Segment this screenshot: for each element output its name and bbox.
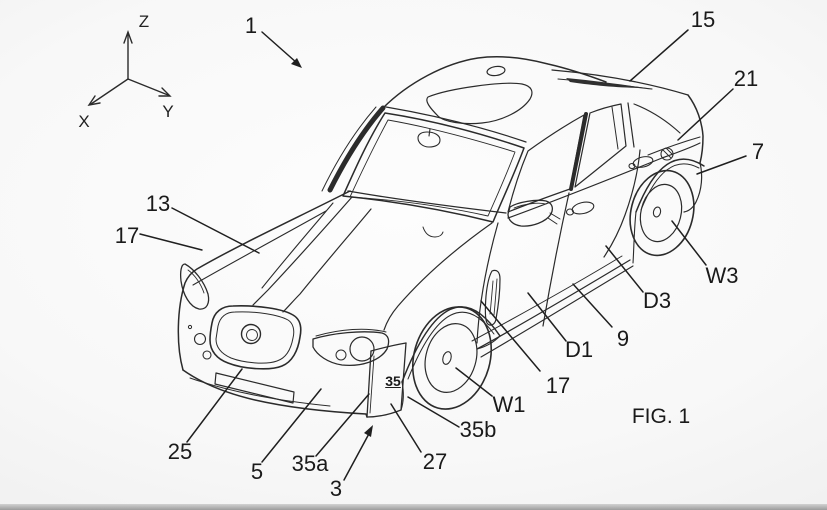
z-axis-label: Z bbox=[138, 12, 150, 31]
leader-35a bbox=[315, 393, 370, 457]
bumper-corner-piece bbox=[366, 342, 407, 418]
leader-17-hood bbox=[139, 233, 203, 251]
leader-15 bbox=[629, 29, 689, 82]
x-axis-label: X bbox=[78, 112, 90, 131]
front-wheel bbox=[411, 306, 493, 410]
ref-label-25: 25 bbox=[167, 439, 193, 464]
leader-5 bbox=[261, 388, 322, 463]
ref-label-D3: D3 bbox=[642, 288, 672, 313]
leader-lines bbox=[139, 29, 747, 481]
ref-label-35b: 35b bbox=[459, 417, 497, 442]
figure-caption: FIG. 1 bbox=[631, 405, 691, 428]
ref-label-7: 7 bbox=[751, 139, 765, 164]
left-headlight bbox=[179, 263, 212, 360]
ref-label-3: 3 bbox=[329, 476, 343, 501]
ref-label-17-fender: 17 bbox=[545, 373, 571, 398]
leader-9 bbox=[572, 283, 613, 328]
ref-label-21: 21 bbox=[733, 66, 759, 91]
x-axis-arrow bbox=[90, 78, 129, 105]
arrow-1 bbox=[261, 31, 302, 68]
ref-label-35: 35 bbox=[385, 373, 401, 389]
front-grille bbox=[209, 305, 302, 370]
rear-wheel bbox=[629, 169, 695, 257]
door-handles bbox=[565, 147, 674, 216]
ref-label-W1: W1 bbox=[492, 392, 526, 417]
fuel-cap bbox=[660, 147, 674, 161]
ref-label-5: 5 bbox=[250, 459, 264, 484]
fender-vent bbox=[484, 269, 501, 326]
y-axis-arrow bbox=[127, 78, 169, 96]
ref-label-W3: W3 bbox=[705, 263, 739, 288]
ref-label-27: 27 bbox=[422, 449, 448, 474]
grille-emblem bbox=[240, 323, 262, 345]
leader-13 bbox=[171, 207, 260, 254]
ref-label-15: 15 bbox=[690, 7, 716, 32]
leader-35b bbox=[407, 396, 460, 428]
y-axis-label: Y bbox=[162, 102, 174, 121]
leader-21 bbox=[677, 88, 734, 141]
leader-25 bbox=[186, 368, 243, 443]
car-body bbox=[177, 56, 705, 418]
ref-label-9: 9 bbox=[616, 326, 630, 351]
leader-7 bbox=[696, 155, 747, 175]
leader-D3 bbox=[605, 245, 644, 293]
side-mirror bbox=[507, 199, 561, 227]
right-headlight bbox=[312, 328, 390, 367]
ref-label-D1: D1 bbox=[564, 337, 594, 362]
leader-W3 bbox=[671, 220, 707, 266]
leader-27 bbox=[390, 403, 422, 453]
ref-label-1: 1 bbox=[244, 13, 258, 38]
ref-label-13: 13 bbox=[145, 191, 171, 216]
leader-D1 bbox=[527, 292, 567, 342]
ref-label-17-hood: 17 bbox=[114, 223, 140, 248]
ref-label-35a: 35a bbox=[291, 451, 329, 476]
leader-17-fender bbox=[480, 300, 541, 372]
axis-triad bbox=[87, 29, 172, 106]
leader-W1 bbox=[455, 367, 493, 397]
arrow-3 bbox=[343, 425, 373, 481]
